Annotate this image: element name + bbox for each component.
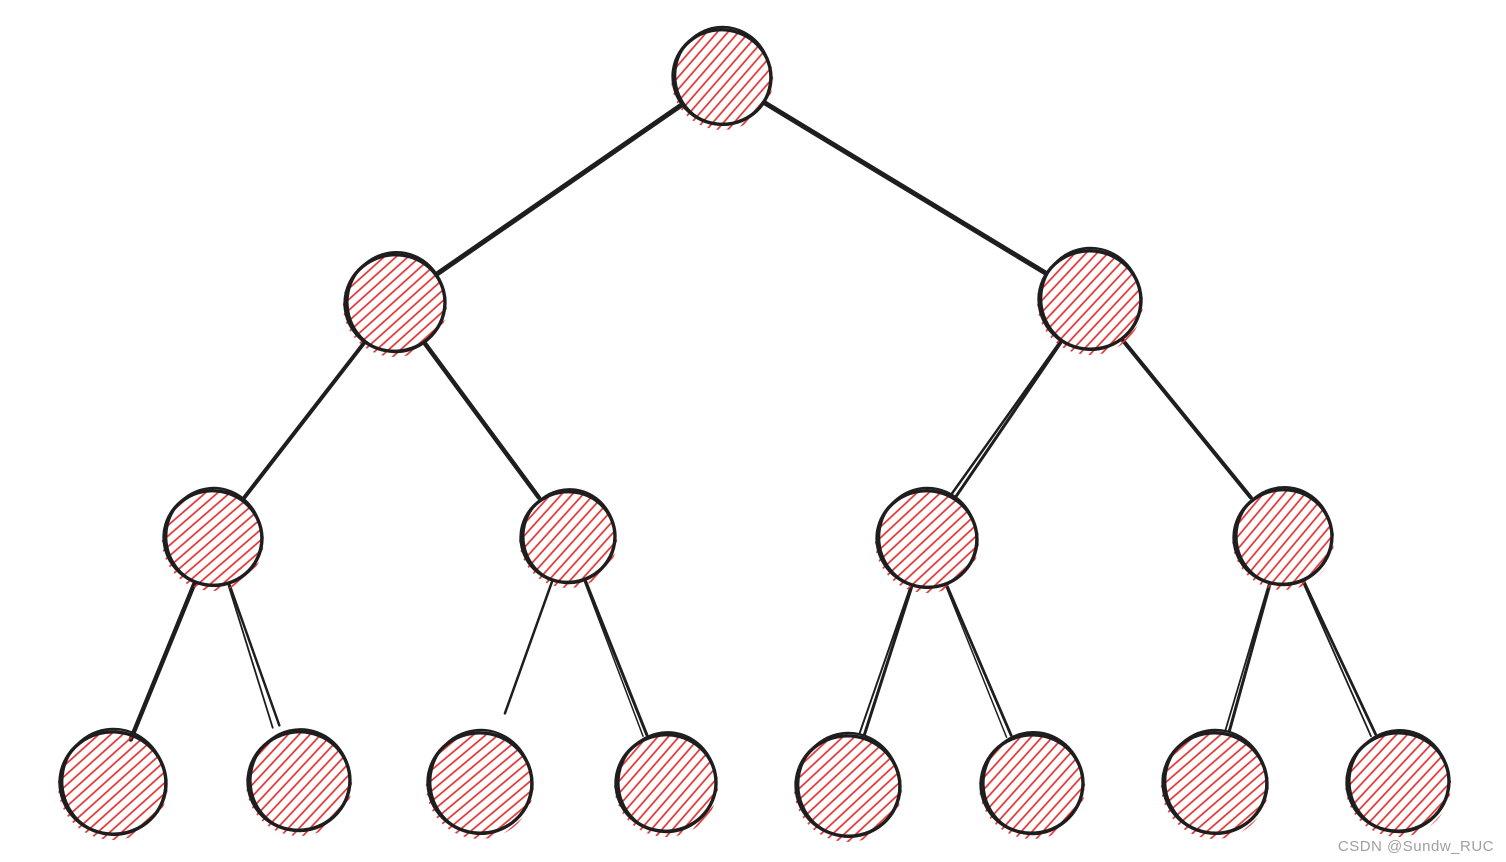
edge-sketch-stroke — [945, 585, 1008, 739]
tree-node — [671, 25, 774, 130]
tree-edge — [583, 580, 649, 737]
tree-node — [161, 486, 264, 591]
edge-stroke — [1227, 583, 1272, 733]
node-layer — [57, 25, 1452, 842]
edge-layer — [128, 100, 1377, 742]
edge-stroke — [945, 584, 1013, 737]
edge-stroke — [1120, 338, 1253, 500]
tree-node — [614, 731, 719, 837]
watermark: CSDN @Sundw_RUC — [1337, 838, 1494, 855]
tree-edge — [945, 584, 1013, 739]
node-outline-sketch — [61, 727, 167, 836]
edge-stroke — [435, 102, 684, 276]
edge-sketch-stroke — [1224, 583, 1270, 731]
node-outline-sketch — [1235, 486, 1333, 587]
tree-node — [519, 488, 618, 588]
edge-sketch-stroke — [1302, 581, 1372, 738]
node-hatch-fill — [1345, 730, 1452, 837]
tree-edge — [1224, 583, 1272, 733]
tree-node — [1232, 486, 1335, 590]
node-outline-sketch — [1040, 246, 1142, 351]
tree-node — [425, 728, 534, 839]
node-hatch-fill — [671, 27, 774, 130]
node-outline-sketch — [878, 486, 978, 589]
tree-node — [1037, 246, 1144, 355]
tree-node — [979, 731, 1086, 839]
edge-sketch-stroke — [227, 584, 274, 729]
node-hatch-fill — [874, 488, 979, 593]
tree-edge — [1120, 338, 1253, 500]
node-outline-sketch — [982, 731, 1084, 836]
edge-sketch-stroke — [858, 586, 912, 735]
edge-stroke — [762, 100, 1048, 276]
tree-edge — [503, 580, 554, 715]
tree-node — [874, 486, 979, 593]
edge-stroke — [128, 582, 197, 742]
tree-edge — [762, 100, 1048, 276]
node-hatch-fill — [246, 729, 353, 836]
node-hatch-fill — [1037, 248, 1144, 355]
node-hatch-fill — [342, 252, 447, 357]
edge-stroke — [242, 341, 366, 500]
node-outline-sketch — [674, 25, 772, 126]
tree-node — [57, 727, 168, 840]
edge-stroke — [1302, 580, 1377, 736]
tree-node — [793, 731, 902, 842]
node-hatch-fill — [1160, 730, 1269, 839]
tree-node — [342, 251, 447, 357]
tree-edge — [1302, 580, 1377, 738]
node-outline-sketch — [249, 728, 351, 833]
node-outline-sketch — [797, 731, 901, 838]
tree-edge — [227, 583, 281, 729]
node-hatch-fill — [614, 732, 719, 837]
edge-sketch-stroke — [583, 581, 644, 737]
node-outline-sketch — [522, 488, 616, 585]
node-outline-sketch — [165, 486, 263, 587]
node-outline-sketch — [1164, 728, 1268, 835]
node-hatch-fill — [1232, 487, 1335, 590]
edge-stroke — [503, 580, 554, 715]
tree-edge — [858, 586, 913, 737]
node-hatch-fill — [425, 730, 534, 839]
tree-edge — [242, 341, 366, 500]
tree-edge — [423, 341, 542, 500]
tree-edge — [950, 341, 1063, 498]
tree-node — [1160, 728, 1269, 839]
node-outline-sketch — [346, 251, 446, 354]
node-hatch-fill — [161, 488, 264, 591]
node-hatch-fill — [793, 733, 902, 842]
node-outline-sketch — [617, 731, 717, 834]
tree-node — [1345, 729, 1452, 837]
edge-stroke — [954, 341, 1063, 498]
tree-edge — [128, 582, 197, 742]
tree-edge — [435, 102, 684, 276]
node-hatch-fill — [519, 489, 618, 588]
node-hatch-fill — [979, 732, 1086, 839]
node-outline-sketch — [1348, 729, 1450, 834]
edge-stroke — [228, 583, 281, 727]
edge-stroke — [423, 341, 542, 500]
node-outline-sketch — [429, 728, 533, 835]
edge-stroke — [584, 580, 649, 737]
node-hatch-fill — [57, 729, 168, 840]
edge-stroke — [862, 586, 913, 737]
edge-sketch-stroke — [950, 341, 1061, 495]
tree-node — [246, 728, 353, 836]
